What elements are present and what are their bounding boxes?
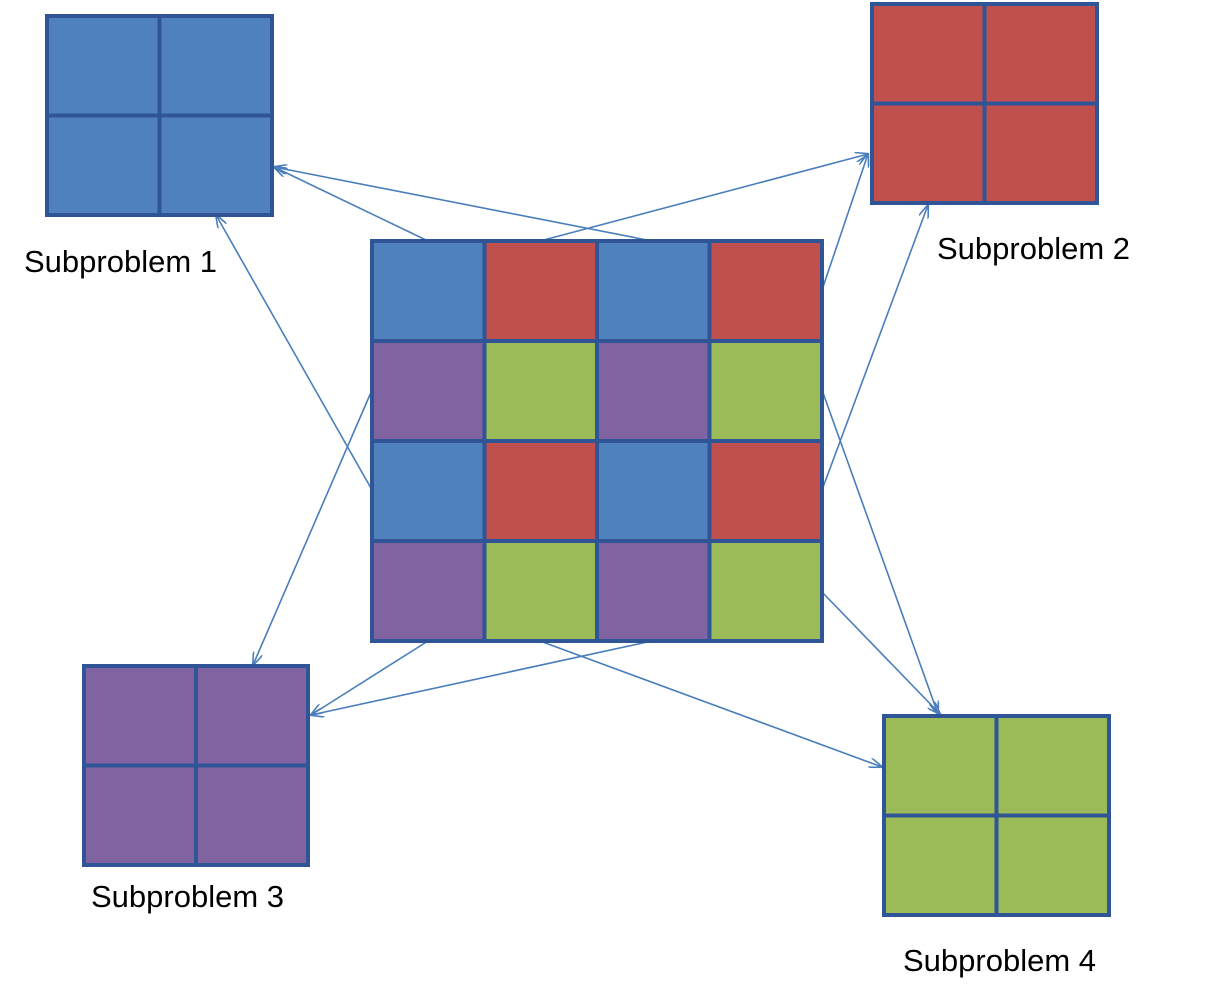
main-grid-cell-1-3	[595, 239, 712, 343]
subproblem-3-cell	[82, 763, 198, 867]
subproblem-3-cell	[194, 664, 310, 768]
mapping-arrow	[216, 215, 373, 491]
subproblem-3-grid	[82, 664, 310, 867]
subproblem-4-cell	[994, 714, 1111, 818]
mapping-arrow	[821, 591, 940, 714]
subproblem-4-grid	[882, 714, 1111, 917]
main-grid-cell-3-2	[482, 439, 599, 543]
mapping-arrow	[539, 154, 868, 242]
mapping-arrow	[821, 154, 868, 291]
subproblem-2-cell	[870, 101, 987, 205]
subproblem-4-label: Subproblem 4	[903, 943, 1096, 978]
main-grid	[370, 239, 824, 643]
main-grid-cell-1-4	[707, 239, 824, 343]
subproblem-1-label: Subproblem 1	[24, 244, 217, 279]
mapping-arrow	[274, 167, 653, 242]
main-grid-cell-1-2	[482, 239, 599, 343]
mapping-arrow	[539, 640, 882, 767]
main-grid-cell-2-1	[370, 339, 487, 443]
subproblem-3-cell	[194, 763, 310, 867]
main-grid-cell-4-1	[370, 539, 487, 643]
subproblem-4-cell	[882, 813, 999, 917]
mapping-arrow	[821, 389, 938, 714]
subproblem-2-label: Subproblem 2	[937, 231, 1130, 266]
subproblem-2-cell	[870, 2, 987, 106]
mapping-arrows	[216, 154, 940, 767]
main-grid-cell-3-4	[707, 439, 824, 543]
subproblem-1-cell	[45, 113, 162, 217]
subproblem-1-cell	[157, 113, 274, 217]
mapping-arrow	[274, 167, 429, 242]
main-grid-cell-3-3	[595, 439, 712, 543]
mapping-arrow	[311, 640, 429, 715]
mapping-arrow	[311, 640, 653, 715]
mapping-arrow	[253, 389, 373, 665]
subproblem-3-label: Subproblem 3	[91, 879, 284, 914]
subproblem-1-cell	[157, 14, 274, 118]
subproblem-3-cell	[82, 664, 198, 768]
main-grid-cell-2-3	[595, 339, 712, 443]
main-grid-cell-1-1	[370, 239, 487, 343]
main-grid-cell-2-2	[482, 339, 599, 443]
main-grid-cell-3-1	[370, 439, 487, 543]
main-grid-cell-2-4	[707, 339, 824, 443]
subproblem-4-cell	[882, 714, 999, 818]
subproblem-2-cell	[982, 2, 1099, 106]
mapping-arrow	[821, 205, 928, 491]
subproblem-4-cell	[994, 813, 1111, 917]
main-grid-cell-4-4	[707, 539, 824, 643]
main-grid-cell-4-2	[482, 539, 599, 643]
subproblem-grids	[45, 2, 1111, 917]
subproblem-2-cell	[982, 101, 1099, 205]
subproblem-2-grid	[870, 2, 1099, 205]
main-grid-cell-4-3	[595, 539, 712, 643]
subproblem-1-cell	[45, 14, 162, 118]
subproblem-1-grid	[45, 14, 274, 217]
